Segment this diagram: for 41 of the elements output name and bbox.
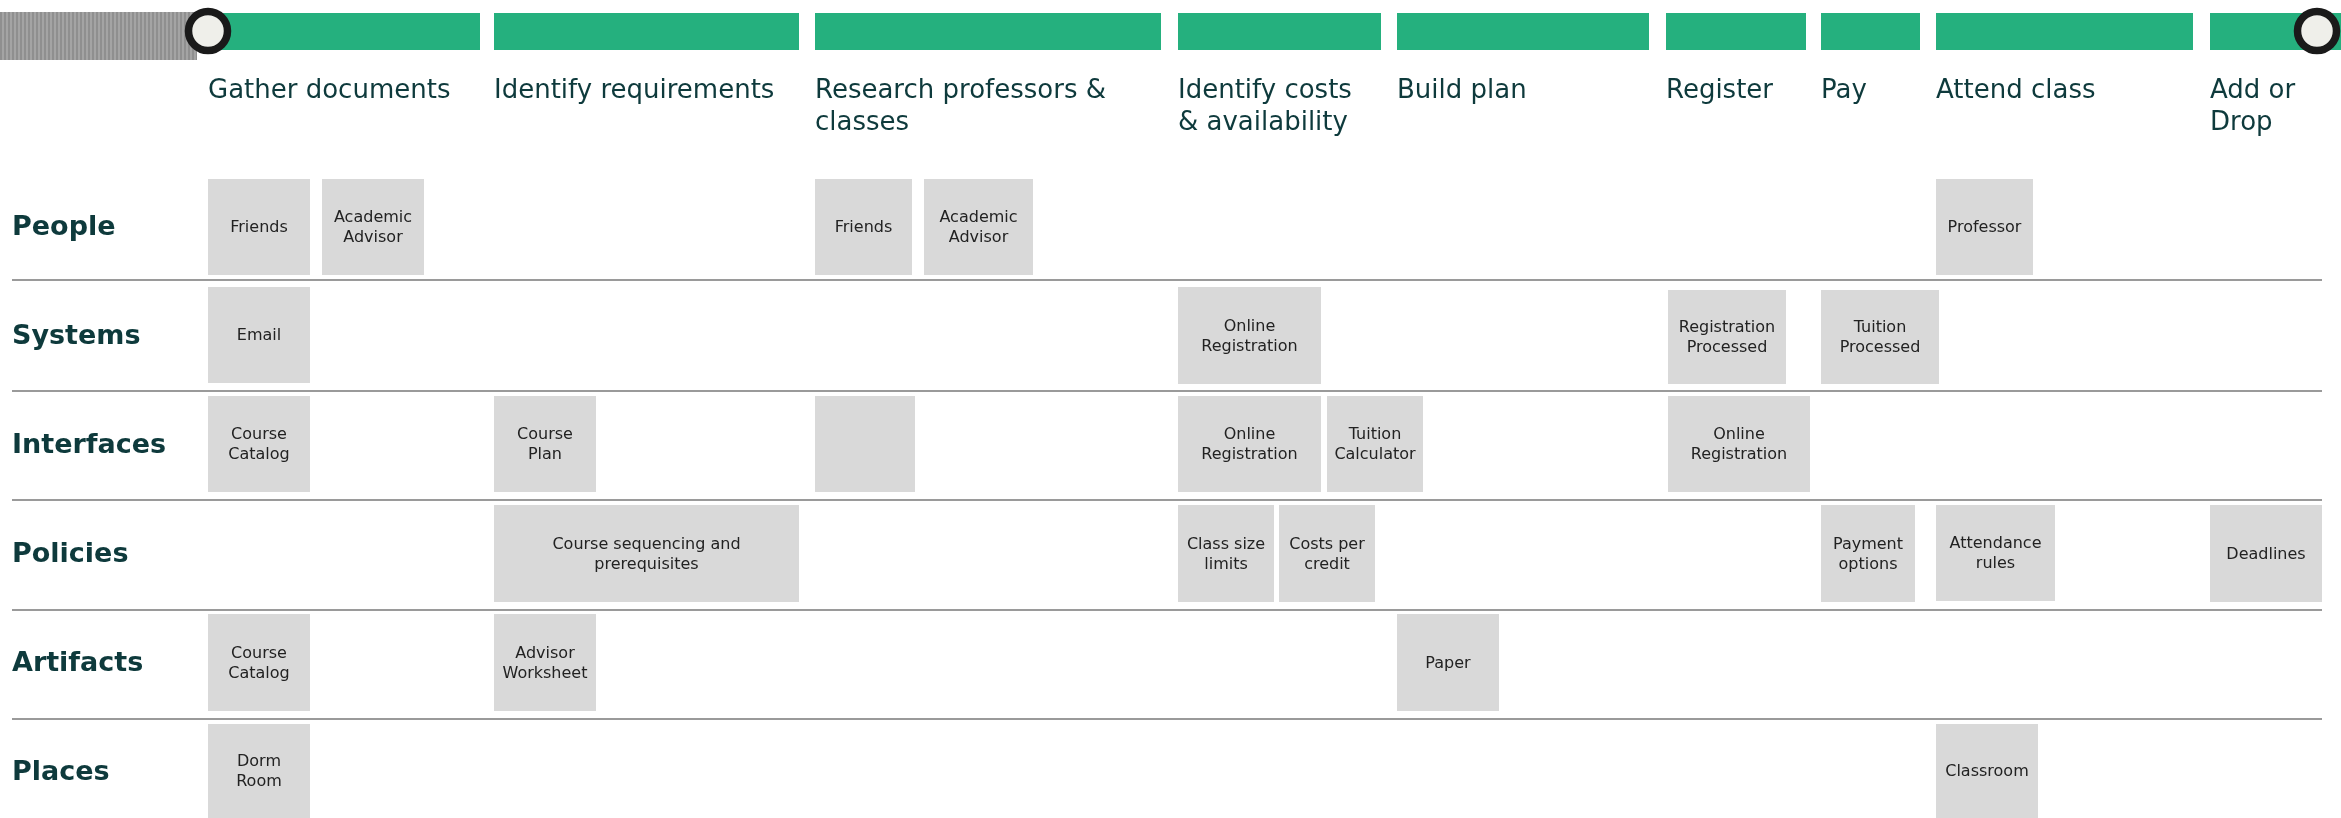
note-card: Professor <box>1936 179 2033 275</box>
phase-heading: Add or Drop <box>2210 73 2297 137</box>
note-card: Online Registration <box>1668 396 1810 492</box>
note-card: Course Plan <box>494 396 596 492</box>
phase-heading: Attend class <box>1936 73 2097 105</box>
note-card: Course sequencing and prerequisites <box>494 505 799 602</box>
note-card: Attendance rules <box>1936 505 2055 601</box>
note-card: Course Catalog <box>208 614 310 711</box>
note-card: Dorm Room <box>208 724 310 818</box>
note-card <box>815 396 915 492</box>
note-card: Friends <box>208 179 310 275</box>
phase-heading: Research professors & classes <box>815 73 1107 137</box>
phase-heading: Build plan <box>1397 73 1528 105</box>
row-heading: Artifacts <box>12 646 144 677</box>
row-heading: Interfaces <box>12 428 167 459</box>
phase-heading: Identify requirements <box>494 73 776 105</box>
note-card: Deadlines <box>2210 505 2322 602</box>
note-card: Tuition Processed <box>1821 290 1939 384</box>
note-card: Online Registration <box>1178 287 1321 384</box>
note-card: Course Catalog <box>208 396 310 492</box>
phase-heading: Gather documents <box>208 73 452 105</box>
note-card: Academic Advisor <box>322 179 424 275</box>
note-card: Paper <box>1397 614 1499 711</box>
phase-heading: Identify costs & availability <box>1178 73 1353 137</box>
note-card: Friends <box>815 179 912 275</box>
row-heading: People <box>12 210 116 241</box>
row-heading: Places <box>12 755 110 786</box>
note-card: Payment options <box>1821 505 1915 602</box>
note-card: Email <box>208 287 310 383</box>
note-card: Class size limits <box>1178 505 1274 602</box>
note-card: Advisor Worksheet <box>494 614 596 711</box>
note-card: Costs per credit <box>1279 505 1375 602</box>
row-heading: Systems <box>12 319 141 350</box>
row-heading: Policies <box>12 537 129 568</box>
note-card: Online Registration <box>1178 396 1321 492</box>
note-card: Classroom <box>1936 724 2038 818</box>
note-card: Academic Advisor <box>924 179 1033 275</box>
note-card: Registration Processed <box>1668 290 1786 384</box>
phase-heading: Pay <box>1821 73 1868 105</box>
note-card: Tuition Calculator <box>1327 396 1423 492</box>
phase-heading: Register <box>1666 73 1775 105</box>
